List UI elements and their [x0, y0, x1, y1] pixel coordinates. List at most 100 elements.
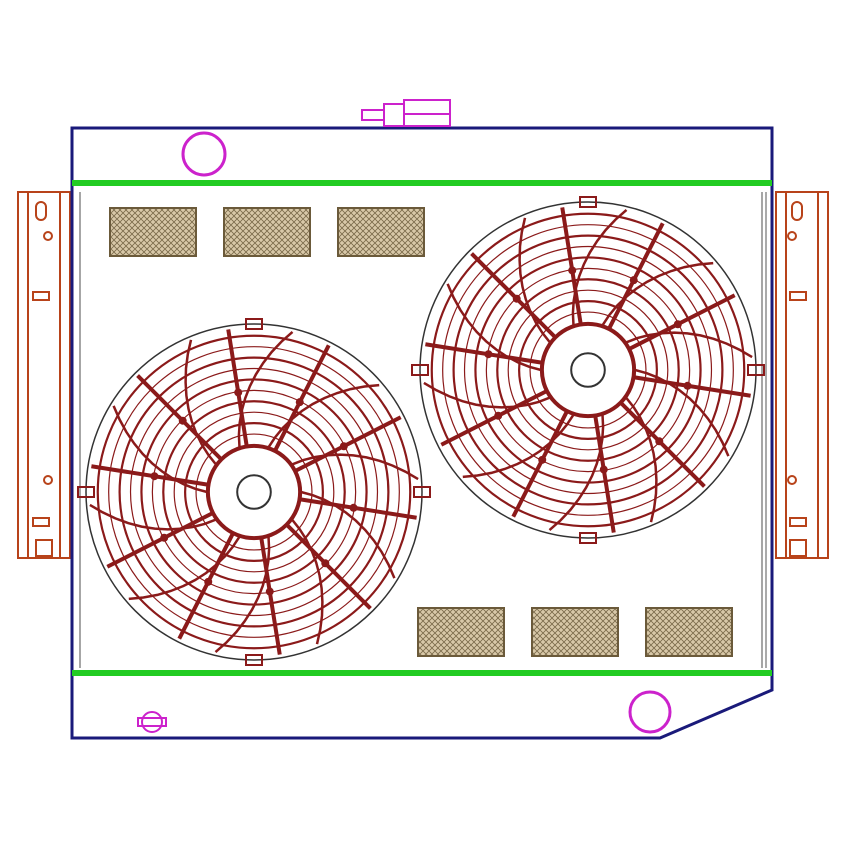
fan-guard-ring: [151, 389, 357, 595]
fan-shroud-ring: [419, 201, 757, 539]
fan-mount-tab: [245, 318, 263, 330]
shroud-vents-upper: [109, 207, 425, 257]
fan-blade: [625, 331, 753, 359]
fan-motor-shaft: [236, 474, 272, 510]
fan-rivet: [265, 587, 274, 596]
fan-spoke: [593, 416, 616, 533]
fan-guard-ring: [195, 433, 313, 551]
fan-motor-shaft: [570, 352, 606, 388]
drain-petcock: [137, 711, 167, 733]
vent: [109, 207, 197, 257]
fan-rivet: [599, 465, 608, 474]
fan-shroud-ring: [85, 323, 423, 661]
fan-blade: [300, 490, 396, 579]
fan-guard-ring: [507, 289, 669, 451]
fan-hub: [541, 323, 635, 417]
fan-rivet: [629, 276, 638, 285]
fan-guard-ring: [529, 311, 647, 429]
fan-guard-ring: [173, 411, 335, 573]
fan-guard-ring: [485, 267, 691, 473]
fan-spoke: [285, 523, 372, 610]
right-mounting-bracket: [775, 191, 829, 559]
fan-guard-ring: [118, 356, 390, 628]
fan-rivet: [339, 442, 348, 451]
fan-mount-tab: [579, 196, 597, 208]
fan-spoke: [619, 401, 706, 488]
fan-spoke: [259, 538, 282, 655]
fan-mount-tab: [411, 364, 429, 376]
fan-blade: [267, 383, 380, 448]
vent: [531, 607, 619, 657]
fan-spoke: [136, 374, 223, 461]
fan-rivet: [494, 411, 503, 420]
fan-spoke: [300, 497, 417, 520]
fan-blade: [128, 536, 241, 601]
fan-guard-ring: [430, 212, 746, 528]
fan-blade: [634, 368, 730, 457]
fan-rivet: [349, 503, 358, 512]
fan-spoke: [470, 252, 557, 339]
fan-guard-ring: [96, 334, 412, 650]
vent: [223, 207, 311, 257]
fan-mount-tab: [245, 654, 263, 666]
fan-blade: [548, 414, 605, 532]
fan-rivet: [683, 381, 692, 390]
fan-rivet: [295, 398, 304, 407]
fan-spoke: [560, 207, 583, 324]
fan-blade: [446, 283, 542, 372]
fan-rivet: [204, 577, 213, 586]
fan-guard-ring: [129, 367, 379, 617]
inlet-port: [181, 131, 227, 177]
fan-spoke: [425, 342, 542, 365]
fan-rivet: [321, 559, 330, 568]
fan-spoke: [634, 375, 751, 398]
vent: [337, 207, 425, 257]
fan-spoke: [295, 415, 402, 473]
fan-left: [77, 318, 431, 666]
outlet-port: [628, 690, 672, 734]
vent: [645, 607, 733, 657]
fan-rivet: [178, 416, 187, 425]
fan-guard-ring: [463, 245, 713, 495]
fan-rivet: [538, 455, 547, 464]
lower-tank-band: [72, 670, 772, 676]
fan-blade: [89, 503, 217, 531]
upper-tank-band: [72, 180, 772, 186]
left-mounting-bracket: [17, 191, 71, 559]
fan-mount-tab: [413, 486, 431, 498]
fan-rivet: [160, 533, 169, 542]
fan-spoke: [177, 533, 235, 640]
fan-spoke: [607, 222, 665, 329]
fan-hub: [207, 445, 301, 539]
fan-rivet: [673, 320, 682, 329]
fan-spoke: [91, 464, 208, 487]
fan-blade: [571, 208, 628, 326]
fan-guard-ring: [518, 300, 658, 440]
fan-guard-ring: [452, 234, 724, 506]
fan-blade: [184, 339, 217, 466]
fan-blade: [462, 414, 575, 479]
fan-spoke: [273, 344, 331, 451]
shroud-vents-lower: [417, 607, 733, 657]
fan-right: [411, 196, 765, 544]
fan-blade: [112, 405, 208, 494]
fan-blade: [237, 330, 294, 448]
fan-rivet: [150, 472, 159, 481]
fan-guard-ring: [442, 224, 734, 516]
fan-blade: [518, 217, 551, 344]
fan-guard-ring: [496, 278, 680, 462]
radiator-frame: [70, 126, 774, 740]
fan-guard-ring: [108, 346, 400, 638]
fan-blade: [625, 396, 658, 523]
fan-guard-ring: [162, 400, 346, 584]
fan-mount-tab: [747, 364, 765, 376]
fan-spoke: [226, 329, 249, 446]
fan-blade: [423, 381, 551, 409]
fan-blade: [214, 536, 271, 654]
fan-rivet: [484, 350, 493, 359]
radiator-cap: [361, 99, 451, 127]
fan-blade: [291, 518, 324, 645]
fan-rivet: [568, 266, 577, 275]
